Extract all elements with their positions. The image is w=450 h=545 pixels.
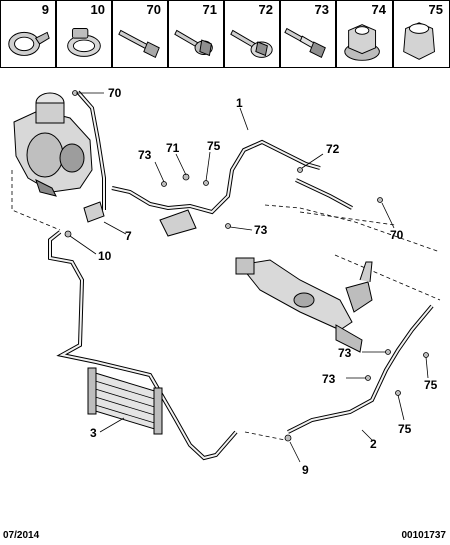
callout-73-a: 73	[138, 148, 152, 162]
footer-date: 07/2014	[3, 530, 40, 541]
steering-pump	[13, 92, 93, 197]
part-number: 70	[146, 2, 161, 17]
callout-7: 7	[125, 229, 132, 243]
callout-73-c: 73	[338, 346, 352, 360]
callout-72: 72	[326, 142, 340, 156]
callout-75-b: 75	[424, 378, 438, 392]
part-number: 72	[258, 2, 273, 17]
part-number: 10	[90, 2, 105, 17]
callout-75-a: 75	[207, 139, 221, 153]
flange-bolt-icon	[174, 29, 213, 57]
part-cell-9: 9	[0, 0, 56, 68]
footer-reference: 00101737	[401, 530, 447, 541]
brackets	[83, 201, 197, 237]
callout-73-d: 73	[322, 372, 336, 386]
callout-73-b: 73	[254, 223, 268, 237]
hose-lines	[48, 90, 434, 461]
leader-lines	[69, 92, 429, 463]
part-cell-73: 73	[280, 0, 336, 68]
callout-70-right: 70	[390, 228, 404, 242]
steering-rack	[235, 257, 373, 353]
part-number: 73	[314, 2, 329, 17]
worm-clamp-icon	[67, 28, 101, 57]
part-number: 74	[371, 2, 386, 17]
part-number: 71	[202, 2, 217, 17]
part-cell-72: 72	[224, 0, 280, 68]
bolt-icon	[118, 29, 160, 59]
part-cell-75: 75	[393, 0, 450, 68]
part-cell-71: 71	[168, 0, 224, 68]
callout-2: 2	[370, 437, 377, 451]
callout-71: 71	[166, 141, 180, 155]
callout-1: 1	[236, 96, 243, 110]
flange-nut-icon	[344, 24, 380, 61]
part-number: 9	[41, 2, 49, 17]
dashed-guides	[11, 170, 441, 441]
callout-70-top: 70	[108, 86, 122, 100]
callout-75-c: 75	[398, 422, 412, 436]
part-cell-74: 74	[336, 0, 393, 68]
oil-cooler	[87, 367, 163, 435]
callout-10: 10	[98, 249, 112, 263]
parts-strip: 9 10 70 71 72	[0, 0, 450, 70]
part-cell-70: 70	[112, 0, 168, 68]
callout-3: 3	[90, 426, 97, 440]
part-number: 75	[428, 2, 443, 17]
callout-9: 9	[302, 463, 309, 477]
shouldered-bolt-icon	[284, 27, 326, 59]
sleeve-nut-icon	[403, 22, 435, 60]
exploded-diagram: 70 1 73 71 75 72 7 73 70 10 73 73 75 3 2…	[11, 86, 441, 477]
washer-bolt-icon	[230, 29, 273, 58]
part-cell-10: 10	[56, 0, 112, 68]
fasteners	[64, 90, 429, 442]
hose-clamp-icon	[8, 31, 50, 56]
